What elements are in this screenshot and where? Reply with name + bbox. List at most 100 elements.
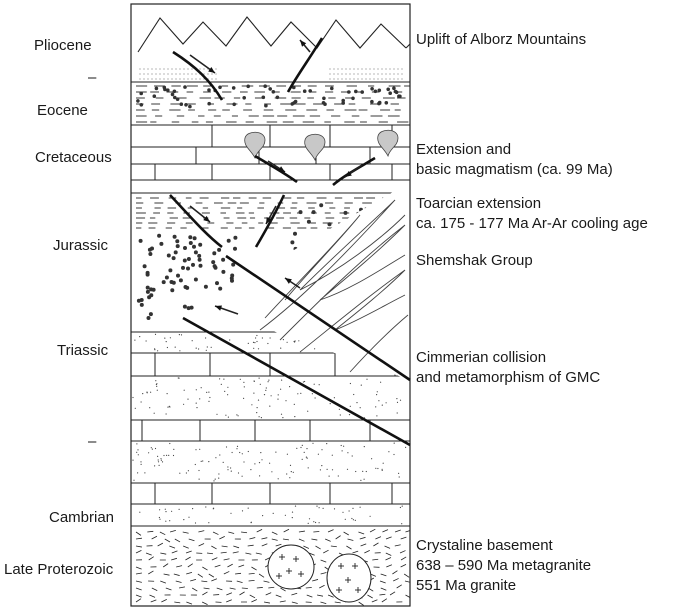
basement-fabric xyxy=(220,551,227,554)
conglomerate-pebble xyxy=(154,86,159,91)
sand-dot xyxy=(165,511,167,513)
sand-dot xyxy=(155,380,157,382)
basement-fabric xyxy=(190,578,197,582)
conglomerate-pebble xyxy=(292,85,296,90)
sand-dot xyxy=(250,469,252,471)
fine-dot xyxy=(385,73,387,75)
sand-dot xyxy=(168,405,170,407)
sand-dot xyxy=(154,349,156,351)
shemshak-pebble xyxy=(176,273,180,278)
sand-dot xyxy=(275,451,277,453)
shemshak-pebble xyxy=(188,241,193,245)
event-label-basement-2: 638 – 590 Ma metagranite xyxy=(416,557,592,574)
basement-fabric xyxy=(392,570,398,575)
fine-dot xyxy=(159,73,161,75)
conglomerate-pebble xyxy=(152,94,157,98)
sand-dot xyxy=(183,519,185,521)
conglomerate-pebble xyxy=(330,86,334,91)
sand-dot xyxy=(393,442,395,444)
basement-fabric xyxy=(198,530,205,533)
conglomerate-pebble xyxy=(341,101,346,105)
basement-fabric xyxy=(212,531,219,535)
fine-dot xyxy=(139,78,141,80)
sand-dot xyxy=(258,377,260,379)
fault-line xyxy=(254,194,286,248)
shemshak-pebble xyxy=(173,250,178,255)
sand-dot xyxy=(360,479,362,481)
sand-dot xyxy=(253,392,255,394)
sand-dot xyxy=(405,446,407,448)
conglomerate-pebble xyxy=(388,91,393,95)
fine-dot xyxy=(187,73,189,75)
shemshak-pebble xyxy=(213,265,218,270)
basement-fabric xyxy=(226,592,233,596)
fine-dot xyxy=(143,73,145,75)
basement-fabric xyxy=(238,564,245,568)
shemshak-pebble xyxy=(193,250,198,255)
basement-fabric xyxy=(380,573,387,577)
fine-dot xyxy=(373,78,375,80)
sand-dot xyxy=(156,389,158,391)
sand-dot xyxy=(380,381,382,383)
basement-fabric xyxy=(198,543,205,547)
shemshak-pebble xyxy=(193,277,198,282)
fine-dot xyxy=(175,78,177,80)
fine-dot xyxy=(389,73,391,75)
sand-dot xyxy=(306,457,308,459)
sand-dot xyxy=(289,464,292,466)
sand-dot xyxy=(194,522,197,524)
basement-fabric xyxy=(148,570,154,575)
sand-dot xyxy=(307,410,309,412)
sand-dot xyxy=(331,454,333,456)
sand-dot xyxy=(151,448,153,450)
sand-dot xyxy=(369,515,371,517)
sand-dot xyxy=(257,348,260,350)
sand-dot xyxy=(160,458,162,460)
mountain-profile-tail xyxy=(405,43,411,49)
fine-dot xyxy=(337,78,339,80)
shemshak-pebble xyxy=(233,235,238,240)
sand-dot xyxy=(134,407,136,409)
basement-fabric xyxy=(235,572,242,575)
conglomerate-pebble xyxy=(393,89,398,94)
basement-fabric xyxy=(159,531,166,536)
sand-dot xyxy=(247,507,249,509)
basement-fabric xyxy=(405,530,410,533)
basement-fabric xyxy=(298,530,305,533)
basement-fabric xyxy=(291,592,298,596)
sand-dot xyxy=(385,402,387,404)
basement-fabric xyxy=(150,599,157,603)
basement-fabric xyxy=(163,573,170,576)
granite-body xyxy=(326,553,372,603)
sand-dot xyxy=(277,398,279,400)
event-label-basement-1: Crystaline basement xyxy=(416,537,553,554)
basement-fabric xyxy=(372,558,379,561)
sand-dot xyxy=(294,416,296,418)
basement-fabric xyxy=(197,573,204,578)
sand-dot xyxy=(254,463,256,465)
fine-dot xyxy=(155,73,157,75)
sand-dot xyxy=(160,459,162,461)
basement-fabric xyxy=(400,556,407,561)
conglomerate-pebble xyxy=(218,85,222,90)
event-label-toarcian-2: ca. 175 - 177 Ma Ar-Ar cooling age xyxy=(416,215,648,232)
sand-dot xyxy=(200,387,202,389)
sand-dot xyxy=(198,478,200,480)
sand-dot xyxy=(308,518,311,520)
sand-dot xyxy=(349,405,351,407)
basement-fabric xyxy=(379,580,386,584)
conglomerate-pebble xyxy=(398,94,402,99)
sand-dot xyxy=(198,348,200,350)
sand-dot xyxy=(258,416,260,418)
basement-fabric xyxy=(135,580,142,583)
shemshak-pebble xyxy=(151,287,156,292)
sand-dot xyxy=(230,467,232,469)
basement-fabric xyxy=(135,545,142,548)
basement-fabric xyxy=(164,538,171,543)
sand-dot xyxy=(216,413,218,415)
sand-dot xyxy=(247,450,249,453)
sand-dot xyxy=(231,451,233,454)
sand-dot xyxy=(398,476,400,478)
basement-fabric xyxy=(385,536,392,540)
basement-fabric xyxy=(370,573,377,577)
